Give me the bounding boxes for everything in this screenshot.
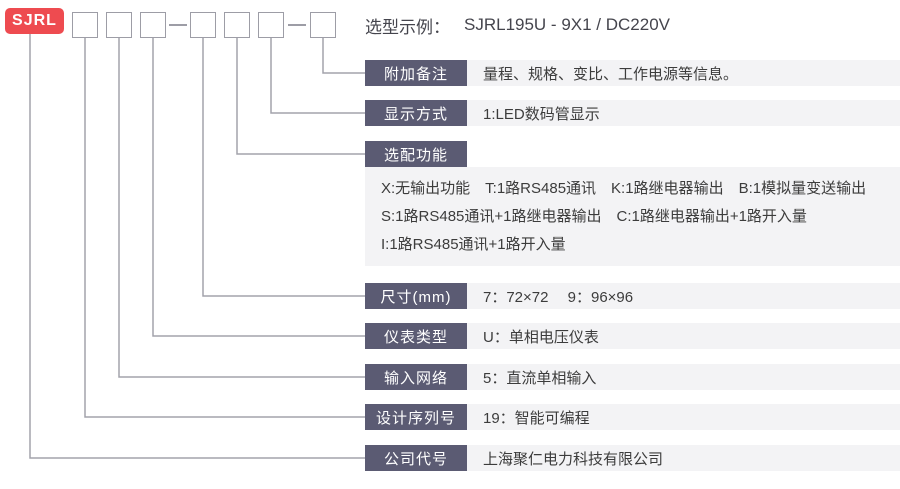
row-size: 尺寸(mm) 7：72×72 9：96×96 [365, 283, 900, 309]
row-extra-notes-label: 附加备注 [365, 60, 467, 86]
code-dash-1 [169, 24, 187, 26]
row-meter-type-label: 仪表类型 [365, 323, 467, 349]
row-input-network: 输入网络 5：直流单相输入 [365, 364, 900, 390]
row-company-code: 公司代号 上海聚仁电力科技有限公司 [365, 445, 900, 471]
row-company-code-desc: 上海聚仁电力科技有限公司 [467, 445, 900, 471]
selection-example-value: SJRL195U - 9X1 / DC220V [464, 15, 670, 34]
code-box-1 [72, 12, 98, 38]
code-dash-2 [288, 24, 306, 26]
selection-example-label: 选型示例： [365, 17, 450, 37]
code-box-2 [106, 12, 132, 38]
row-size-desc: 7：72×72 9：96×96 [467, 283, 900, 309]
row-meter-type-desc: U：单相电压仪表 [467, 323, 900, 349]
row-meter-type: 仪表类型 U：单相电压仪表 [365, 323, 900, 349]
row-company-code-label: 公司代号 [365, 445, 467, 471]
row-input-network-label: 输入网络 [365, 364, 467, 390]
row-display-mode-label: 显示方式 [365, 100, 467, 126]
code-box-5 [224, 12, 250, 38]
row-input-network-desc: 5：直流单相输入 [467, 364, 900, 390]
code-box-3 [140, 12, 166, 38]
row-design-serial-desc: 19：智能可编程 [467, 404, 900, 430]
row-optional-functions: 选配功能 [365, 141, 900, 167]
code-box-6 [258, 12, 284, 38]
row-display-mode: 显示方式 1:LED数码管显示 [365, 100, 900, 126]
optional-functions-list: X:无输出功能 T:1路RS485通讯 K:1路继电器输出 B:1模拟量变送输出… [365, 167, 900, 266]
row-display-mode-desc: 1:LED数码管显示 [467, 100, 900, 126]
code-box-7 [310, 12, 336, 38]
selection-example: 选型示例： SJRL195U - 9X1 / DC220V [365, 12, 670, 38]
row-design-serial: 设计序列号 19：智能可编程 [365, 404, 900, 430]
brand-code-box: SJRL [5, 8, 64, 34]
row-extra-notes: 附加备注 量程、规格、变比、工作电源等信息。 [365, 60, 900, 86]
optional-functions-line-2: S:1路RS485通讯+1路继电器输出 C:1路继电器输出+1路开入量 [381, 208, 807, 225]
row-size-label: 尺寸(mm) [365, 283, 467, 309]
row-design-serial-label: 设计序列号 [365, 404, 467, 430]
optional-functions-line-3: I:1路RS485通讯+1路开入量 [381, 236, 566, 253]
row-optional-functions-label: 选配功能 [365, 141, 467, 167]
row-extra-notes-desc: 量程、规格、变比、工作电源等信息。 [467, 60, 900, 86]
code-box-4 [190, 12, 216, 38]
optional-functions-line-1: X:无输出功能 T:1路RS485通讯 K:1路继电器输出 B:1模拟量变送输出 [381, 180, 867, 197]
